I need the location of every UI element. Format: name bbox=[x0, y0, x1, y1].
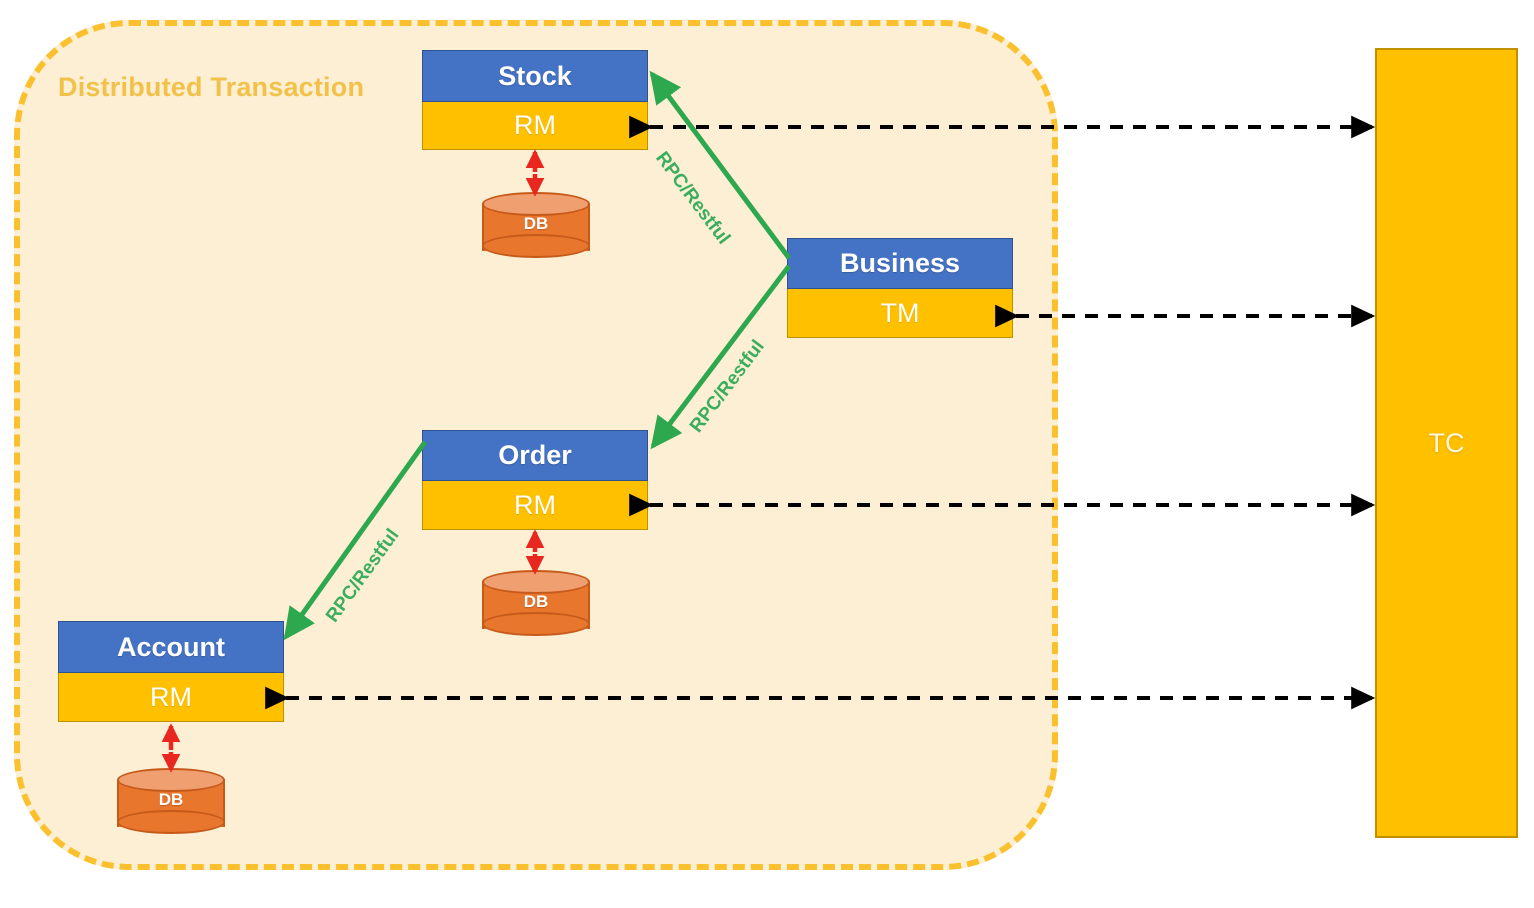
database-account: DB bbox=[117, 768, 225, 834]
service-order-manager: RM bbox=[422, 481, 648, 530]
db-cylinder-top bbox=[482, 570, 590, 594]
service-stock[interactable]: Stock RM bbox=[422, 50, 648, 150]
service-account-header: Account bbox=[58, 621, 284, 673]
db-cylinder-top bbox=[117, 768, 225, 792]
database-account-label: DB bbox=[158, 790, 184, 809]
service-business-manager: TM bbox=[787, 289, 1013, 338]
service-business-manager-label: TM bbox=[880, 297, 920, 328]
database-stock: DB bbox=[482, 192, 590, 258]
db-cylinder-bottom bbox=[482, 612, 590, 636]
service-business-name: Business bbox=[839, 248, 961, 278]
service-stock-manager: RM bbox=[422, 102, 648, 150]
service-order-manager-label: RM bbox=[514, 489, 556, 520]
service-order-header: Order bbox=[422, 430, 648, 481]
transaction-coordinator-label: TC bbox=[1428, 427, 1465, 458]
db-cylinder-bottom bbox=[117, 810, 225, 834]
database-order: DB bbox=[482, 570, 590, 636]
service-account-manager-label: RM bbox=[150, 681, 192, 712]
service-order[interactable]: Order RM bbox=[422, 430, 648, 530]
service-account[interactable]: Account RM bbox=[58, 621, 284, 722]
distributed-transaction-label: Distributed Transaction bbox=[58, 72, 365, 102]
service-stock-name: Stock bbox=[498, 60, 572, 91]
database-stock-label: DB bbox=[523, 214, 549, 233]
database-order-label: DB bbox=[523, 592, 549, 611]
service-stock-manager-label: RM bbox=[514, 110, 556, 140]
service-account-manager: RM bbox=[58, 673, 284, 722]
db-cylinder-top bbox=[482, 192, 590, 216]
transaction-coordinator[interactable]: TC bbox=[1375, 48, 1518, 838]
service-business[interactable]: Business TM bbox=[787, 238, 1013, 338]
service-business-header: Business bbox=[787, 238, 1013, 289]
db-cylinder-bottom bbox=[482, 234, 590, 258]
service-order-name: Order bbox=[498, 440, 572, 470]
service-stock-header: Stock bbox=[422, 50, 648, 102]
service-account-name: Account bbox=[117, 631, 225, 662]
